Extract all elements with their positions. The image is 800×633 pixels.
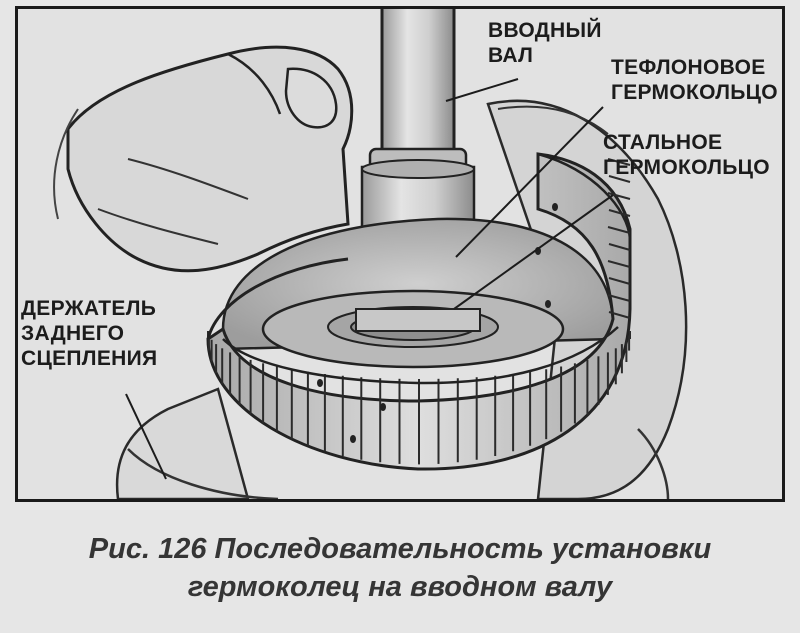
label-clutch-holder: ДЕРЖАТЕЛЬ ЗАДНЕГО СЦЕПЛЕНИЯ	[21, 296, 157, 371]
label-steel-ring-line2: ГЕРМОКОЛЬЦО	[603, 156, 770, 179]
label-input-shaft: ВВОДНЫЙ ВАЛ	[488, 18, 602, 68]
figure-caption: Рис. 126 Последовательность установки ге…	[0, 530, 800, 606]
caption-line1: Рис. 126 Последовательность установки	[88, 533, 712, 565]
caption-line2: гермоколец на вводном валу	[187, 571, 613, 603]
label-teflon-ring-line1: ТЕФЛОНОВОЕ	[611, 56, 766, 79]
housing-outline	[127, 428, 670, 499]
label-clutch-holder-line1: ДЕРЖАТЕЛЬ	[21, 297, 157, 320]
spline-ridge	[607, 226, 631, 234]
spline-ridge	[607, 192, 631, 200]
leader-input-shaft	[445, 78, 519, 102]
label-teflon-ring-line2: ГЕРМОКОЛЬЦО	[611, 81, 778, 104]
label-steel-ring: СТАЛЬНОЕ ГЕРМОКОЛЬЦО	[603, 130, 770, 180]
clutch-drum	[206, 152, 632, 471]
spline-ridge	[608, 243, 631, 251]
label-input-shaft-line1: ВВОДНЫЙ	[488, 19, 602, 42]
label-steel-ring-line1: СТАЛЬНОЕ	[603, 131, 723, 154]
spline-ridge	[607, 294, 631, 302]
leader-lines	[125, 78, 614, 480]
left-hand	[53, 45, 354, 273]
leader-steel-ring	[453, 194, 614, 310]
spline-ridge	[608, 277, 631, 285]
label-clutch-holder-line2: ЗАДНЕГО	[21, 322, 125, 345]
leader-clutch-holder	[125, 393, 167, 480]
spline-ridge	[607, 260, 631, 268]
spline-ridge	[608, 175, 631, 183]
label-teflon-ring: ТЕФЛОНОВОЕ ГЕРМОКОЛЬЦО	[611, 55, 778, 105]
spline-ridge	[608, 209, 631, 217]
label-clutch-holder-line3: СЦЕПЛЕНИЯ	[21, 347, 158, 370]
spline-ridge	[608, 311, 631, 319]
clutch-drawing	[53, 9, 688, 499]
label-input-shaft-line2: ВАЛ	[488, 44, 534, 67]
illustration-frame: ВВОДНЫЙ ВАЛ ТЕФЛОНОВОЕ ГЕРМОКОЛЬЦО СТАЛЬ…	[15, 6, 785, 502]
drum-splines	[207, 158, 631, 465]
leader-teflon-ring	[455, 106, 604, 258]
spline-ridge	[607, 158, 631, 166]
